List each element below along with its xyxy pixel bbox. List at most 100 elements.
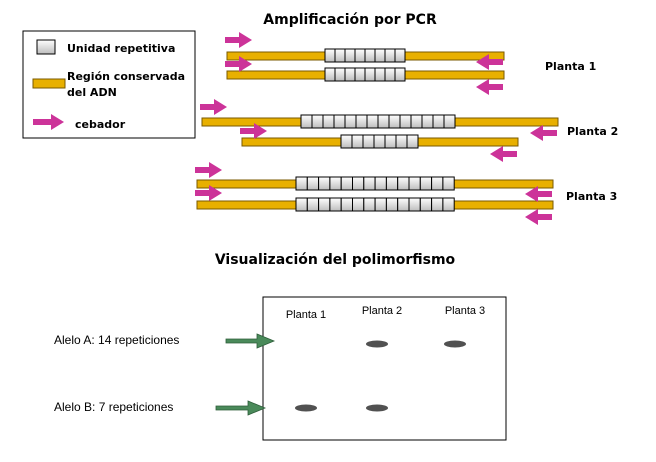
repeat-unit	[432, 114, 445, 129]
repeat-unit	[366, 114, 379, 129]
repeat-unit	[431, 176, 444, 191]
repeat-unit	[344, 114, 357, 129]
legend-repeat-label: Unidad repetitiva	[67, 42, 175, 55]
repeat-block	[324, 67, 406, 82]
allele-b-label: Alelo B: 7 repeticiones	[54, 400, 173, 414]
repeat-unit	[385, 197, 399, 212]
repeat-unit	[352, 176, 365, 191]
plant-2-label: Planta 2	[567, 125, 618, 138]
repeat-unit	[340, 197, 354, 212]
repeat-unit	[295, 176, 308, 191]
repeat-unit	[295, 197, 308, 212]
repeat-unit	[355, 114, 368, 129]
gel-lane-label: Planta 2	[362, 305, 402, 317]
primers-forward	[195, 32, 267, 201]
repeat-unit	[318, 197, 331, 212]
repeat-unit	[306, 197, 320, 212]
repeat-unit	[410, 114, 423, 129]
plant-2-strands: Planta 2	[201, 114, 618, 149]
repeat-unit	[373, 134, 386, 149]
repeat-unit	[394, 67, 406, 82]
repeat-block	[295, 176, 455, 191]
primer-arrow	[490, 146, 517, 162]
gel-box	[262, 296, 507, 441]
repeat-unit	[443, 114, 456, 129]
repeat-unit	[344, 48, 356, 63]
primer-arrow	[476, 54, 503, 70]
repeat-unit	[384, 134, 397, 149]
repeat-unit	[352, 197, 365, 212]
repeat-unit	[363, 197, 376, 212]
gel-lane-label: Planta 3	[445, 305, 485, 317]
repeat-unit	[311, 114, 324, 129]
repeat-unit	[442, 176, 455, 191]
allele-b-arrow-icon	[215, 400, 267, 416]
repeat-unit	[384, 48, 396, 63]
repeat-unit	[344, 67, 356, 82]
legend-conserved-label-2: del ADN	[67, 86, 117, 99]
repeat-unit	[431, 197, 444, 212]
repeat-unit	[306, 176, 320, 191]
repeat-unit	[388, 114, 401, 129]
repeat-unit	[334, 48, 346, 63]
primer-arrow	[225, 32, 252, 48]
repeat-unit	[397, 197, 410, 212]
repeat-block	[340, 134, 419, 149]
repeat-unit	[354, 48, 366, 63]
repeat-unit	[340, 134, 353, 149]
repeat-unit	[374, 197, 387, 212]
visualization-title: Visualización del polimorfismo	[215, 252, 456, 268]
repeat-unit	[408, 197, 421, 212]
repeat-unit	[397, 176, 410, 191]
repeat-unit	[442, 197, 455, 212]
repeat-unit	[419, 197, 433, 212]
repeat-unit	[322, 114, 335, 129]
repeat-unit	[394, 48, 406, 63]
primer-icon	[33, 114, 64, 130]
repeat-unit	[419, 176, 433, 191]
repeat-unit	[395, 134, 408, 149]
primer-arrow	[200, 99, 227, 115]
primer-arrow	[525, 186, 552, 202]
repeat-unit	[408, 176, 421, 191]
legend-conserved-label-1: Región conservada	[67, 70, 185, 83]
repeat-unit	[324, 48, 336, 63]
plant-3-strands: Planta 3	[196, 176, 617, 212]
repeat-unit	[385, 176, 399, 191]
pcr-title: Amplificación por PCR	[263, 12, 437, 28]
primers-reverse	[476, 54, 557, 225]
repeat-unit	[324, 67, 336, 82]
repeat-unit-swatch	[36, 39, 56, 55]
repeat-unit	[374, 176, 387, 191]
gel-band	[366, 404, 388, 412]
repeat-block	[300, 114, 456, 129]
legend: Unidad repetitiva Región conservada del …	[22, 30, 196, 139]
primer-arrow	[525, 209, 552, 225]
plant-1-label: Planta 1	[545, 60, 596, 73]
repeat-unit	[363, 176, 376, 191]
primer-arrow	[195, 162, 222, 178]
repeat-unit	[329, 197, 342, 212]
repeat-block	[295, 197, 455, 212]
repeat-unit	[399, 114, 412, 129]
primer-arrow	[476, 79, 503, 95]
repeat-block	[324, 48, 406, 63]
primer-arrow	[195, 185, 222, 201]
repeat-unit	[300, 114, 313, 129]
primer-arrow	[225, 56, 252, 72]
repeat-unit	[318, 176, 331, 191]
repeat-unit	[362, 134, 375, 149]
primer-arrow	[530, 125, 557, 141]
allele-a-label: Alelo A: 14 repeticiones	[54, 333, 179, 347]
repeat-unit	[384, 67, 396, 82]
repeat-unit	[374, 67, 386, 82]
allele-b: Alelo B: 7 repeticiones	[54, 400, 267, 416]
repeat-unit	[333, 114, 346, 129]
gel-band	[295, 404, 317, 412]
allele-a: Alelo A: 14 repeticiones	[54, 333, 276, 349]
plant-3-label: Planta 3	[566, 190, 617, 203]
repeat-unit	[406, 134, 419, 149]
gel-lane-label: Planta 1	[286, 309, 326, 321]
repeat-unit	[329, 176, 342, 191]
